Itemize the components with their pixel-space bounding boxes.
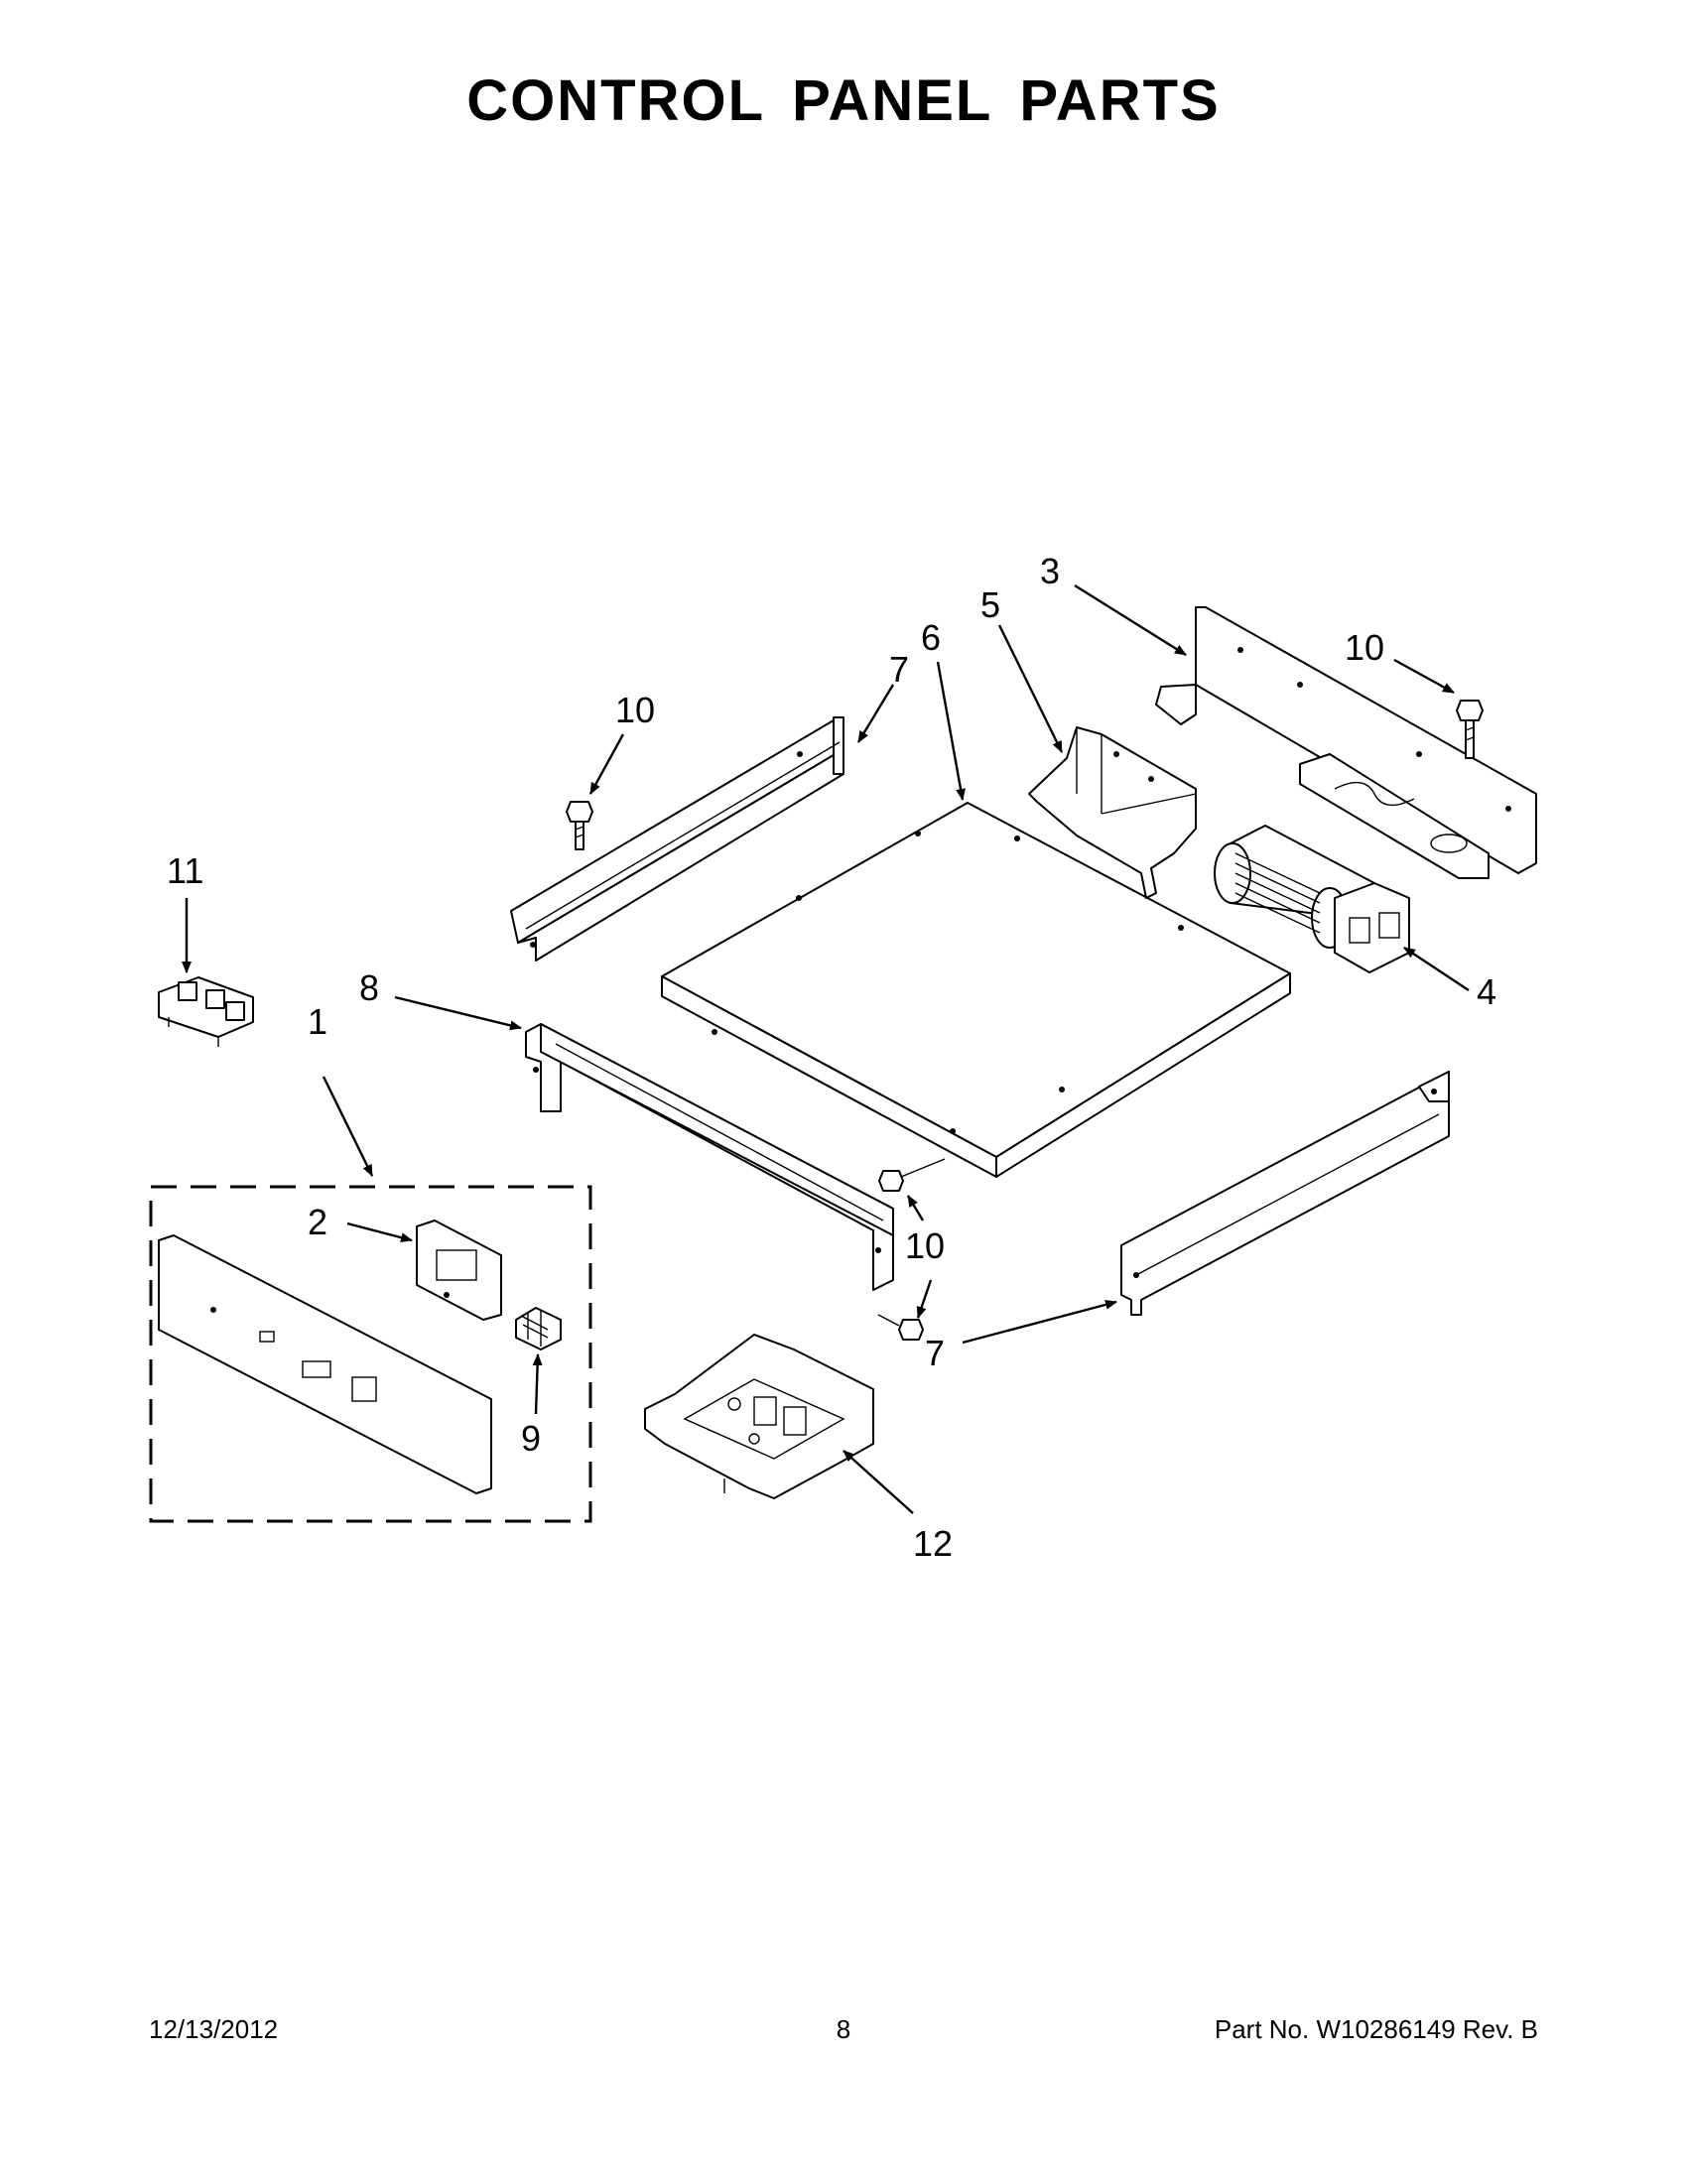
callout-1: 1 bbox=[308, 1001, 327, 1042]
callout-7a: 7 bbox=[889, 649, 909, 690]
callout-2: 2 bbox=[308, 1202, 327, 1242]
leader-8 bbox=[394, 995, 522, 1031]
part-1-assembly-group bbox=[149, 1185, 592, 1523]
part-12-control-box bbox=[644, 1334, 874, 1499]
callout-12: 12 bbox=[913, 1523, 953, 1564]
callout-10b: 10 bbox=[1345, 627, 1384, 668]
leader-12 bbox=[843, 1450, 914, 1514]
callout-9: 9 bbox=[521, 1418, 541, 1459]
part-7-side-bracket-lower bbox=[1120, 1071, 1450, 1316]
callout-5: 5 bbox=[980, 584, 1000, 625]
part-5-bracket bbox=[1028, 726, 1197, 899]
part-9-keypad bbox=[515, 1307, 562, 1350]
part-11-component bbox=[158, 976, 254, 1047]
leader-10b bbox=[1393, 658, 1455, 695]
leader-7a bbox=[856, 684, 895, 743]
leader-7b bbox=[962, 1299, 1117, 1345]
footer-part-number: Part No. W10286149 Rev. B bbox=[1214, 2014, 1538, 2044]
leader-9 bbox=[532, 1353, 543, 1415]
callout-8: 8 bbox=[359, 967, 379, 1008]
part-10-screw-upper-left bbox=[566, 801, 593, 850]
leader-1 bbox=[322, 1076, 374, 1177]
footer-date: 12/13/2012 bbox=[149, 2014, 279, 2044]
leader-5 bbox=[997, 624, 1064, 753]
part-7-screw-lower bbox=[877, 1314, 924, 1341]
leader-2 bbox=[346, 1221, 413, 1243]
part-3-rear-bracket bbox=[1155, 606, 1537, 879]
callout-7b: 7 bbox=[925, 1333, 945, 1373]
callout-3: 3 bbox=[1040, 551, 1060, 591]
leader-10c bbox=[906, 1195, 925, 1221]
callout-10c: 10 bbox=[905, 1225, 945, 1266]
part-10-screw-upper-right bbox=[1456, 700, 1484, 759]
leader-6 bbox=[936, 661, 966, 801]
part-10-screw-lower-center bbox=[878, 1158, 946, 1192]
part-8-front-bracket bbox=[525, 1023, 894, 1291]
part-4-blower-fan bbox=[1214, 825, 1410, 973]
callout-11: 11 bbox=[167, 850, 203, 891]
part-7-side-bracket-upper bbox=[510, 716, 844, 962]
callout-4: 4 bbox=[1477, 971, 1496, 1012]
callout-6: 6 bbox=[921, 617, 941, 658]
footer-page-number: 8 bbox=[836, 2014, 851, 2044]
control-panel-face bbox=[158, 1234, 492, 1494]
leader-10d bbox=[916, 1279, 933, 1319]
callout-10a: 10 bbox=[615, 690, 655, 730]
leader-4 bbox=[1403, 946, 1470, 992]
part-6-panel-plate bbox=[661, 802, 1291, 1178]
leader-3 bbox=[1074, 583, 1187, 657]
leader-10a bbox=[588, 733, 625, 795]
part-2-board bbox=[416, 1220, 502, 1321]
page-title: CONTROL PANEL PARTS bbox=[466, 68, 1221, 133]
